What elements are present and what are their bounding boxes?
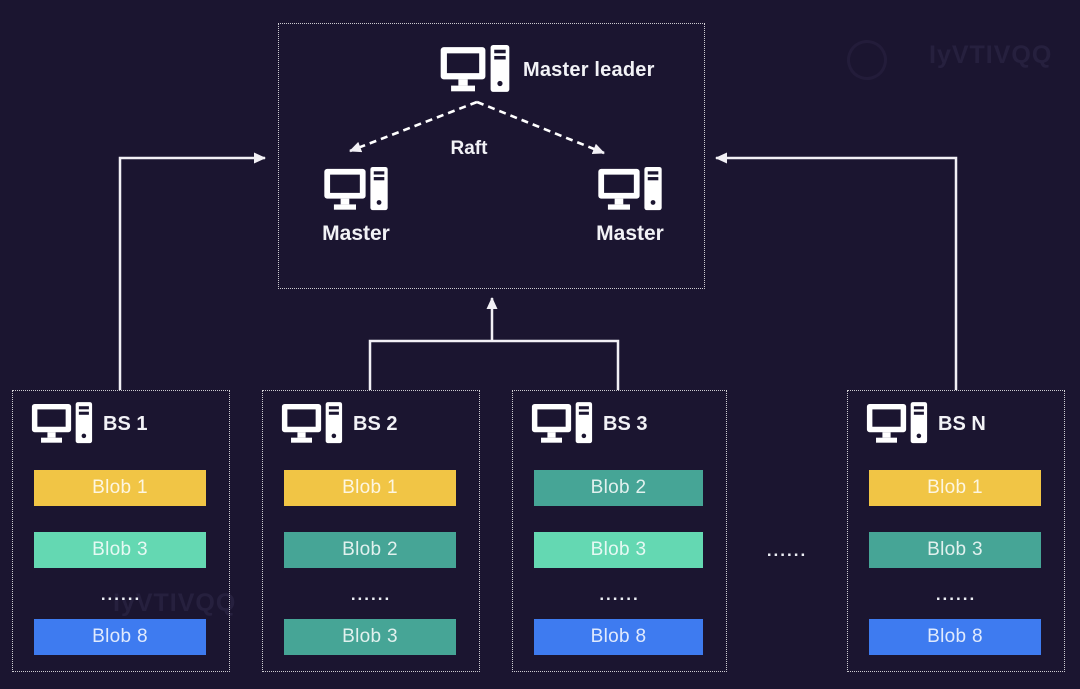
computer-icon (866, 401, 928, 447)
computer-icon (597, 166, 663, 214)
blob-server-header: BS N (866, 401, 986, 447)
blob-server-box-bs1: BS 1 Blob 1 Blob 3 ...... Blob 8 (12, 390, 230, 672)
master-cluster-box: Master leader Raft Master Master (278, 23, 705, 289)
blob-server-header: BS 2 (281, 401, 397, 447)
blob-ellipsis: ...... (100, 585, 142, 604)
merge-line-bs2-bs3 (368, 339, 620, 390)
blob-bar: Blob 8 (869, 619, 1041, 655)
watermark-text: IyVTIVQQ (113, 589, 237, 617)
blob-bar: Blob 2 (534, 470, 703, 506)
raft-label: Raft (450, 138, 488, 159)
blob-bar: Blob 8 (534, 619, 703, 655)
arrow-bsn-to-master (715, 152, 958, 390)
servers-ellipsis: ...... (766, 541, 808, 560)
computer-icon (281, 401, 343, 447)
master-leader-node: Master leader (439, 44, 655, 96)
blob-bar: Blob 3 (284, 619, 456, 655)
blob-server-label: BS 2 (353, 412, 398, 435)
blob-server-header: BS 3 (531, 401, 647, 447)
blob-server-box-bs2: BS 2 Blob 1 Blob 2 ...... Blob 3 (262, 390, 480, 672)
blob-server-label: BS N (938, 412, 986, 435)
blob-server-label: BS 3 (603, 412, 648, 435)
blob-ellipsis: ...... (935, 585, 977, 604)
blob-ellipsis: ...... (350, 585, 392, 604)
blob-bar: Blob 2 (284, 532, 456, 568)
computer-icon (439, 44, 511, 96)
blob-bar: Blob 1 (34, 470, 206, 506)
master-leader-label: Master leader (523, 58, 655, 81)
blob-bar: Blob 3 (34, 532, 206, 568)
watermark-logo (840, 33, 894, 87)
computer-icon (323, 166, 389, 214)
blob-server-box-bs3: BS 3 Blob 2 Blob 3 ...... Blob 8 (512, 390, 727, 672)
blob-bar: Blob 3 (869, 532, 1041, 568)
watermark-text: IyVTIVQQ (929, 41, 1053, 69)
master-follower-label: Master (322, 222, 390, 245)
arrow-bs1-to-master (118, 152, 266, 390)
master-follower-label: Master (596, 222, 664, 245)
blob-bar: Blob 8 (34, 619, 206, 655)
blob-server-label: BS 1 (103, 412, 148, 435)
blob-server-box-bsn: BS N Blob 1 Blob 3 ...... Blob 8 (847, 390, 1065, 672)
blob-ellipsis: ...... (599, 585, 640, 604)
blob-bar: Blob 1 (869, 470, 1041, 506)
master-follower-node: Master (301, 166, 411, 246)
computer-icon (31, 401, 93, 447)
blob-bar: Blob 1 (284, 470, 456, 506)
computer-icon (531, 401, 593, 447)
blob-server-header: BS 1 (31, 401, 147, 447)
master-follower-node: Master (575, 166, 685, 246)
blob-bar: Blob 3 (534, 532, 703, 568)
